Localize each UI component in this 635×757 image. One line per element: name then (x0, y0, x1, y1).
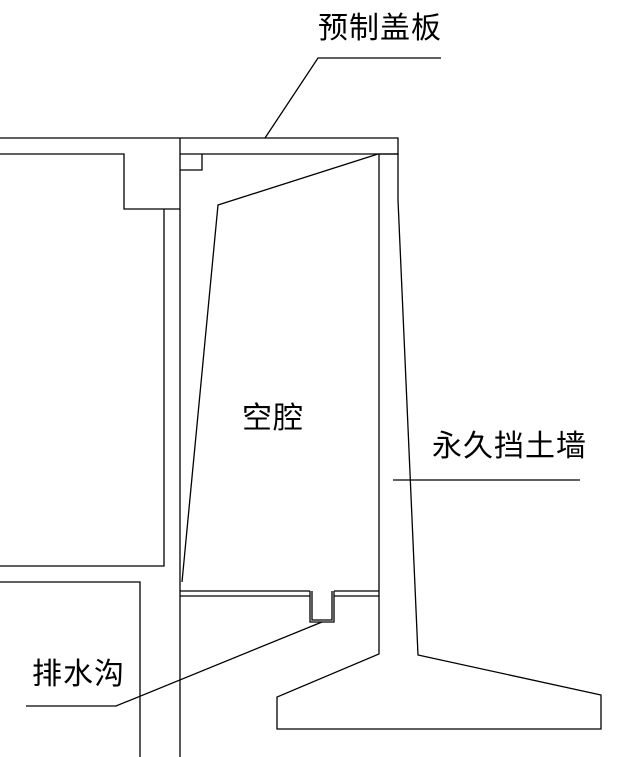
retaining-wall (276, 153, 602, 730)
drain-label: 排水沟 (32, 657, 125, 692)
drain-channel (309, 591, 335, 623)
cover-leader-line (264, 57, 441, 139)
drain-leader-line (26, 621, 323, 707)
cavity-floor (180, 590, 379, 597)
cavity-label: 空腔 (242, 401, 304, 436)
precast-cover-label: 预制盖板 (318, 11, 442, 46)
precast-cover-slab (0, 137, 399, 757)
left-structure (0, 153, 180, 757)
cavity-outline (181, 153, 379, 583)
retaining-wall-label: 永久挡土墙 (432, 429, 587, 464)
